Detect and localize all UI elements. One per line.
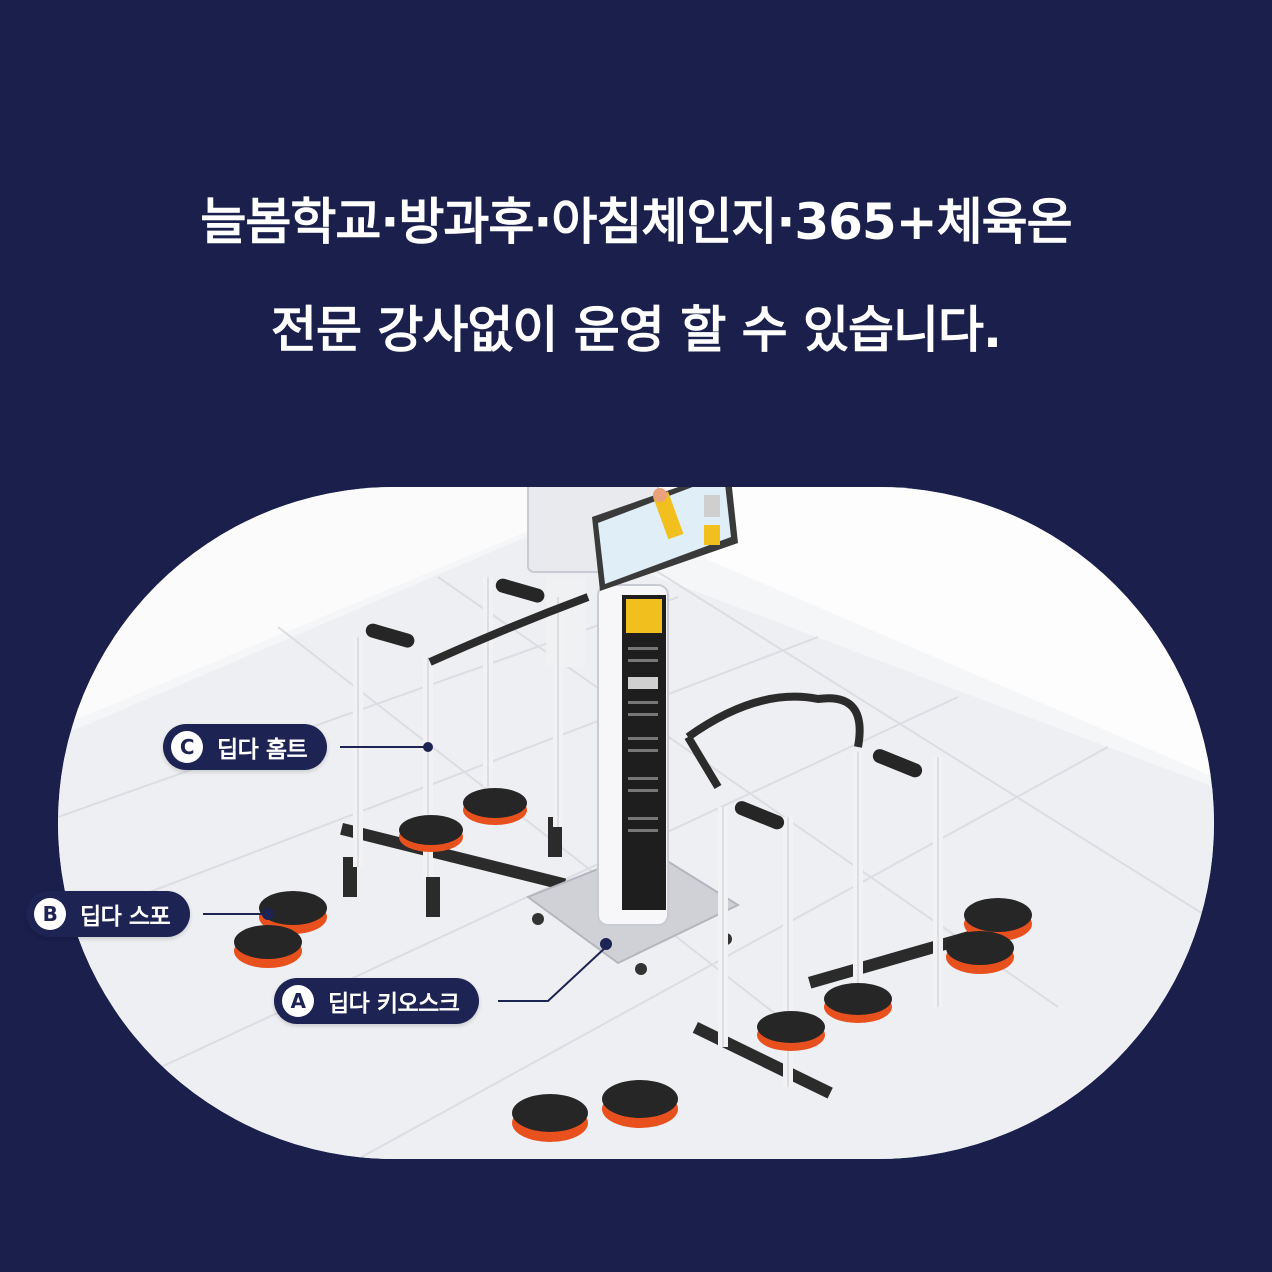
callout-b-label: 딥다 스포	[80, 904, 171, 930]
callout-b-badge: B	[34, 898, 66, 930]
headline-line-1: 늘봄학교·방과후·아침체인지·365+체육온	[200, 193, 1072, 251]
product-scene	[58, 487, 1214, 1159]
headline-line-2: 전문 강사없이 운영 할 수 있습니다.	[270, 301, 1002, 359]
product-illustration	[58, 487, 1214, 1159]
callout-a-label: 딥다 키오스크	[328, 991, 460, 1017]
callout-c: C 딥다 홈트	[163, 724, 328, 770]
callout-a-badge: A	[282, 985, 314, 1017]
headline: 늘봄학교·방과후·아침체인지·365+체육온 전문 강사없이 운영 할 수 있습…	[0, 168, 1272, 384]
right-training-frame	[684, 692, 975, 1099]
callout-c-badge: C	[171, 731, 203, 763]
sport-pads	[234, 891, 1032, 1142]
callout-a: A 딥다 키오스크	[274, 978, 480, 1024]
kiosk	[525, 487, 741, 975]
home-training-frame	[340, 577, 590, 917]
callout-leaders	[203, 742, 612, 1002]
callout-b: B 딥다 스포	[26, 891, 191, 937]
callout-c-label: 딥다 홈트	[217, 737, 308, 763]
